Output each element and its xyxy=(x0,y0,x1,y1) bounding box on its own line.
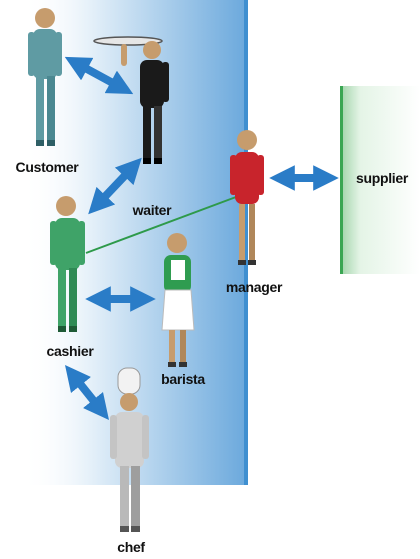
supplier-label: supplier xyxy=(356,170,409,186)
manager-label: manager xyxy=(226,279,283,295)
cashier-label: cashier xyxy=(47,343,95,359)
barista-label: barista xyxy=(161,371,205,387)
waiter-label: waiter xyxy=(132,202,173,218)
chef-hat xyxy=(118,368,140,394)
supplier-panel-edge xyxy=(340,86,343,274)
chef-label: chef xyxy=(117,539,145,555)
customer-label: Customer xyxy=(16,159,80,175)
